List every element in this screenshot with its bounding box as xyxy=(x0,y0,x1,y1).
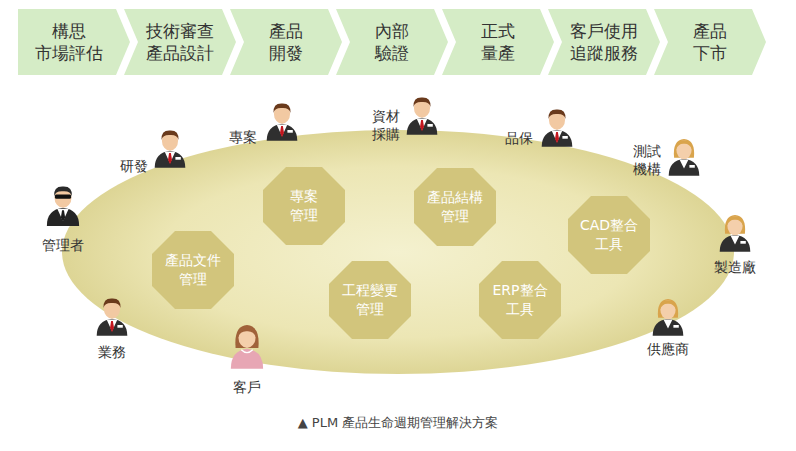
function-label: 專案 管理 xyxy=(290,187,318,225)
stage-chevron: 內部 驗證 xyxy=(336,9,448,75)
chevron-shape xyxy=(124,9,236,75)
function-octagon: ERP整合 工具 xyxy=(479,261,561,339)
stage-label: 客戶使用 追蹤服務 xyxy=(570,20,638,64)
person-icon xyxy=(653,299,684,336)
role-label: 資材 採購 xyxy=(372,107,400,143)
role-label: 專案 xyxy=(229,128,257,146)
octagon-fill xyxy=(414,168,496,246)
chevron-fill xyxy=(336,9,448,75)
function-octagon: 產品結構 管理 xyxy=(414,168,496,246)
chevron-shape xyxy=(336,9,448,75)
stage-chevron: 構思 市場評估 xyxy=(18,9,130,75)
function-label: CAD整合 工具 xyxy=(580,216,638,254)
octagon-fill xyxy=(568,196,650,274)
chevron-shape xyxy=(18,9,130,75)
chevron-shape xyxy=(548,9,660,75)
function-octagon: CAD整合 工具 xyxy=(568,196,650,274)
octagon-fill xyxy=(263,167,345,245)
stage-label: 構思 市場評估 xyxy=(35,20,103,64)
function-octagon: 專案 管理 xyxy=(263,167,345,245)
octagon-fill xyxy=(479,261,561,339)
person-icon xyxy=(720,215,751,252)
stage-chevron: 產品 下市 xyxy=(654,9,766,75)
octagon-shape xyxy=(263,167,345,245)
octagon-shape xyxy=(568,196,650,274)
role-label: 管理者 xyxy=(42,236,84,254)
function-octagon: 產品文件 管理 xyxy=(152,231,234,309)
person-icon xyxy=(155,130,186,167)
function-octagon: 工程變更 管理 xyxy=(329,261,411,339)
role-label: 客戶 xyxy=(233,378,261,396)
function-label: 產品文件 管理 xyxy=(165,251,221,289)
stage-label: 內部 驗證 xyxy=(375,20,409,64)
role-label: 製造廠 xyxy=(714,258,756,276)
stage-chevron: 技術審查 產品設計 xyxy=(124,9,236,75)
chevron-shape xyxy=(230,9,342,75)
stage-chevron: 產品 開發 xyxy=(230,9,342,75)
person-icon xyxy=(47,186,79,225)
chevron-fill xyxy=(442,9,554,75)
octagon-shape xyxy=(329,261,411,339)
person-icon xyxy=(231,325,263,369)
octagon-shape xyxy=(414,168,496,246)
stage-label: 正式 量產 xyxy=(481,20,515,64)
stage-chevron: 正式 量產 xyxy=(442,9,554,75)
octagon-shape xyxy=(152,231,234,309)
octagon-fill xyxy=(152,231,234,309)
role-label: 供應商 xyxy=(647,340,689,358)
chevron-fill xyxy=(548,9,660,75)
function-label: ERP整合 工具 xyxy=(492,281,547,319)
person-icon xyxy=(542,109,573,146)
person-icon xyxy=(97,298,128,335)
role-label: 測試 機構 xyxy=(633,142,661,178)
role-label: 研發 xyxy=(120,157,148,175)
chevron-shape xyxy=(442,9,554,75)
chevron-fill xyxy=(230,9,342,75)
person-icon xyxy=(267,103,298,140)
function-label: 產品結構 管理 xyxy=(427,188,483,226)
figure-caption: ▲ PLM 產品生命週期管理解決方案 xyxy=(298,414,499,432)
octagon-shape xyxy=(479,261,561,339)
platform-ellipse xyxy=(62,130,734,374)
chevron-shape xyxy=(654,9,766,75)
octagon-fill xyxy=(329,261,411,339)
chevron-fill xyxy=(654,9,766,75)
chevron-fill xyxy=(124,9,236,75)
stage-label: 技術審查 產品設計 xyxy=(146,20,214,64)
person-icon xyxy=(407,97,438,134)
stage-label: 產品 下市 xyxy=(693,20,727,64)
role-label: 品保 xyxy=(505,129,533,147)
stage-chevron: 客戶使用 追蹤服務 xyxy=(548,9,660,75)
function-label: 工程變更 管理 xyxy=(342,281,398,319)
role-label: 業務 xyxy=(98,343,126,361)
chevron-fill xyxy=(18,9,130,75)
stage-label: 產品 開發 xyxy=(269,20,303,64)
person-icon xyxy=(669,139,700,176)
